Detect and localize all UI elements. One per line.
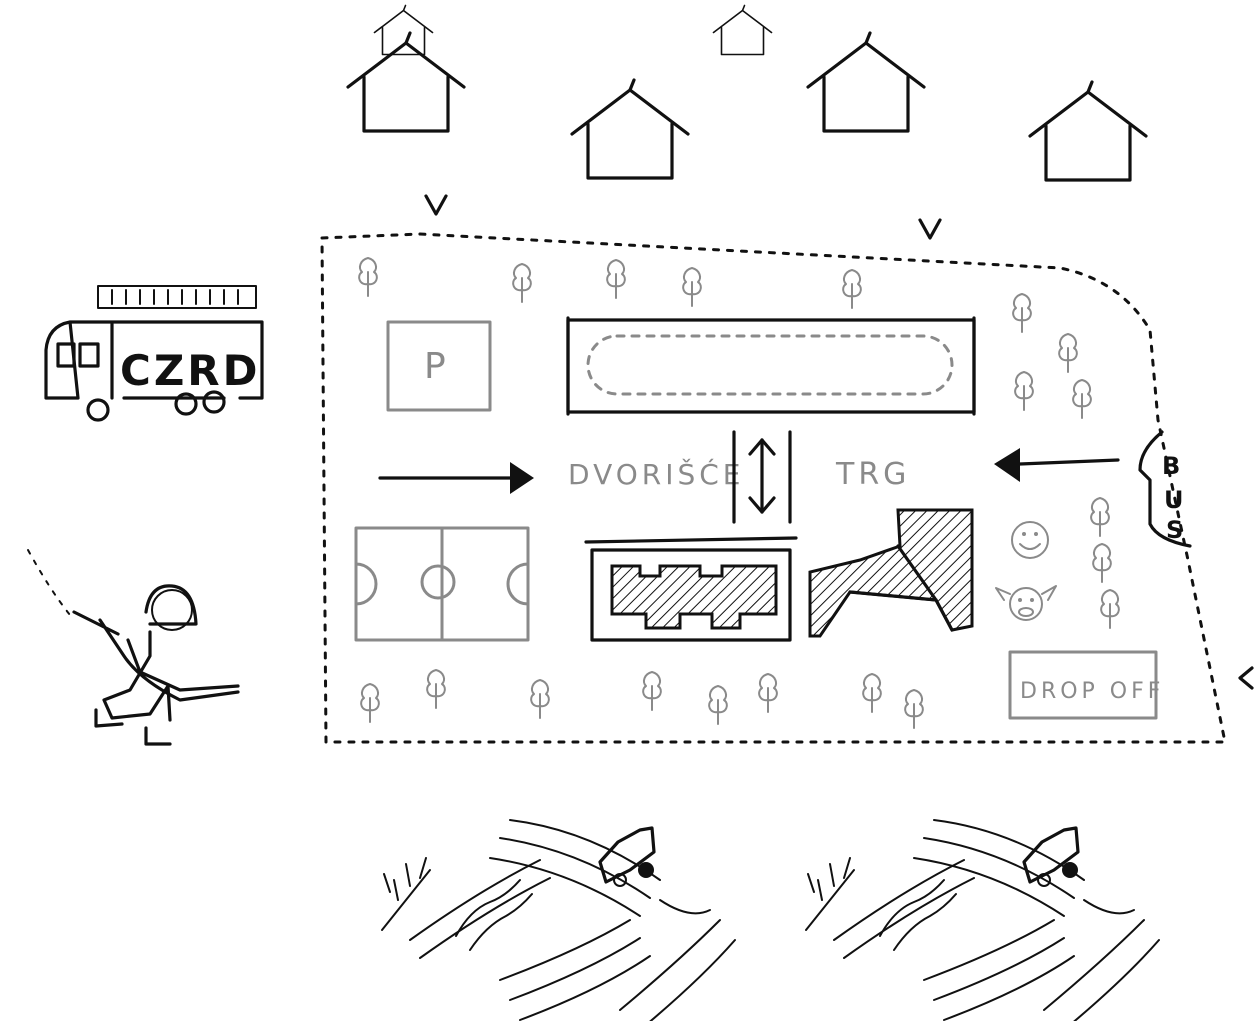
tree-icon (1072, 379, 1092, 419)
house-icon (346, 31, 466, 133)
house-icon (373, 4, 434, 56)
fire-truck-label: CZRD (120, 346, 260, 395)
bus-stop: B U S (1138, 430, 1198, 548)
tree-icon (904, 689, 924, 729)
house-icon (570, 78, 690, 180)
tractor-icon (598, 826, 656, 887)
parking-lot: P (386, 320, 492, 412)
tree-icon (606, 259, 626, 299)
arrow-icon (994, 448, 1120, 482)
tree-icon (426, 669, 446, 709)
smiley-icon (1011, 521, 1049, 559)
houses (346, 4, 1148, 182)
football-pitch (354, 526, 530, 642)
crop-icon (381, 857, 431, 931)
tree-icon (1058, 333, 1078, 373)
tractor-icon (1022, 826, 1080, 887)
tree-icon (758, 673, 778, 713)
tree-icon (682, 267, 702, 307)
square-label: TRG (835, 457, 910, 492)
flowers-icon (879, 879, 957, 951)
bus-label: B U S (1162, 452, 1198, 544)
courtyard-label: DVORIŠĆE (568, 457, 745, 491)
entry-arrow-icon (1238, 666, 1254, 690)
entry-arrow-icon (918, 218, 942, 240)
farm-field-right (805, 819, 1160, 1021)
arrow-icon (378, 462, 534, 494)
tree-icon (1090, 497, 1110, 537)
tree-icon (358, 257, 378, 297)
firefighter-icon (27, 549, 240, 746)
tree-icon (1012, 293, 1032, 333)
house-icon (806, 31, 926, 133)
house-icon (1028, 80, 1148, 182)
tree-icon (360, 683, 380, 723)
sports-track (566, 316, 976, 416)
tree-icon (530, 679, 550, 719)
site-boundary (320, 232, 1227, 744)
entry-arrow-icon (424, 194, 448, 216)
tree-icon (708, 685, 728, 725)
tree-icon (842, 269, 862, 309)
tree-icon (642, 671, 662, 711)
dropoff-zone: DROP OFF (1008, 650, 1164, 720)
school-building (584, 536, 798, 642)
tree-icon (862, 673, 882, 713)
tree-icon (1014, 371, 1034, 411)
flowers-icon (455, 879, 533, 951)
house-icon (712, 4, 773, 56)
parking-label: P (424, 346, 450, 387)
crop-icon (805, 857, 855, 931)
farm-field-left (381, 819, 736, 1021)
dropoff-label: DROP OFF (1020, 679, 1164, 704)
fire-truck-icon: CZRD (44, 285, 264, 422)
tree-icon (512, 263, 532, 303)
cow-icon (995, 585, 1057, 621)
tree-icon (1100, 589, 1120, 629)
tree-icon (1092, 543, 1112, 583)
trees (358, 257, 1120, 729)
l-shaped-building (808, 508, 974, 638)
passage-double-arrow (732, 430, 792, 524)
